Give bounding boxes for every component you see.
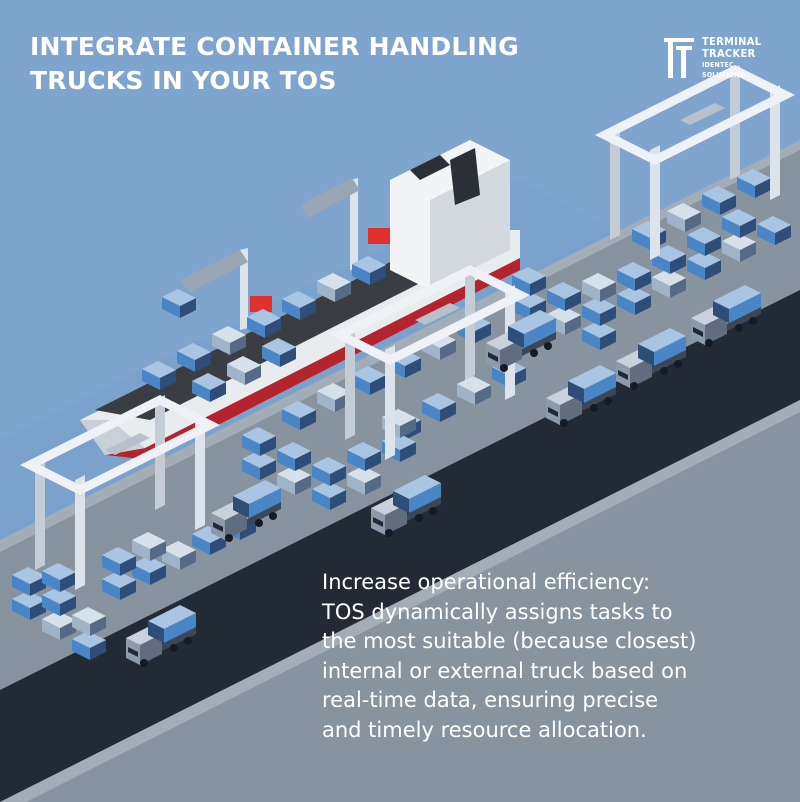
caption-line-5: real-time data, ensuring precise xyxy=(322,688,659,712)
caption-line-1: Increase operational efficiency: xyxy=(322,570,651,594)
headline-line-2: TRUCKS IN YOUR TOS xyxy=(30,66,337,95)
terminal-tracker-logo: TERMINAL TRACKER IDENTEC SOLUTIONS xyxy=(664,36,774,80)
caption-line-3: the most suitable (because closest) xyxy=(322,629,697,653)
caption-line-6: and timely resource allocation. xyxy=(322,717,647,742)
terminal-tracker-logo-icon xyxy=(664,38,694,78)
headline: INTEGRATE CONTAINER HANDLING TRUCKS IN Y… xyxy=(30,30,519,98)
logo-text-identec: IDENTEC SOLUTIONS xyxy=(702,61,745,79)
caption-line-4: internal or external truck based on xyxy=(322,658,688,683)
caption-line-2: TOS dynamically assigns tasks to xyxy=(322,599,673,624)
caption-text: Increase operational efficiency: TOS dyn… xyxy=(322,568,792,745)
headline-line-1: INTEGRATE CONTAINER HANDLING xyxy=(30,32,519,61)
logo-text-terminal: TERMINAL xyxy=(702,35,762,48)
logo-text-tracker: TRACKER xyxy=(702,47,756,60)
